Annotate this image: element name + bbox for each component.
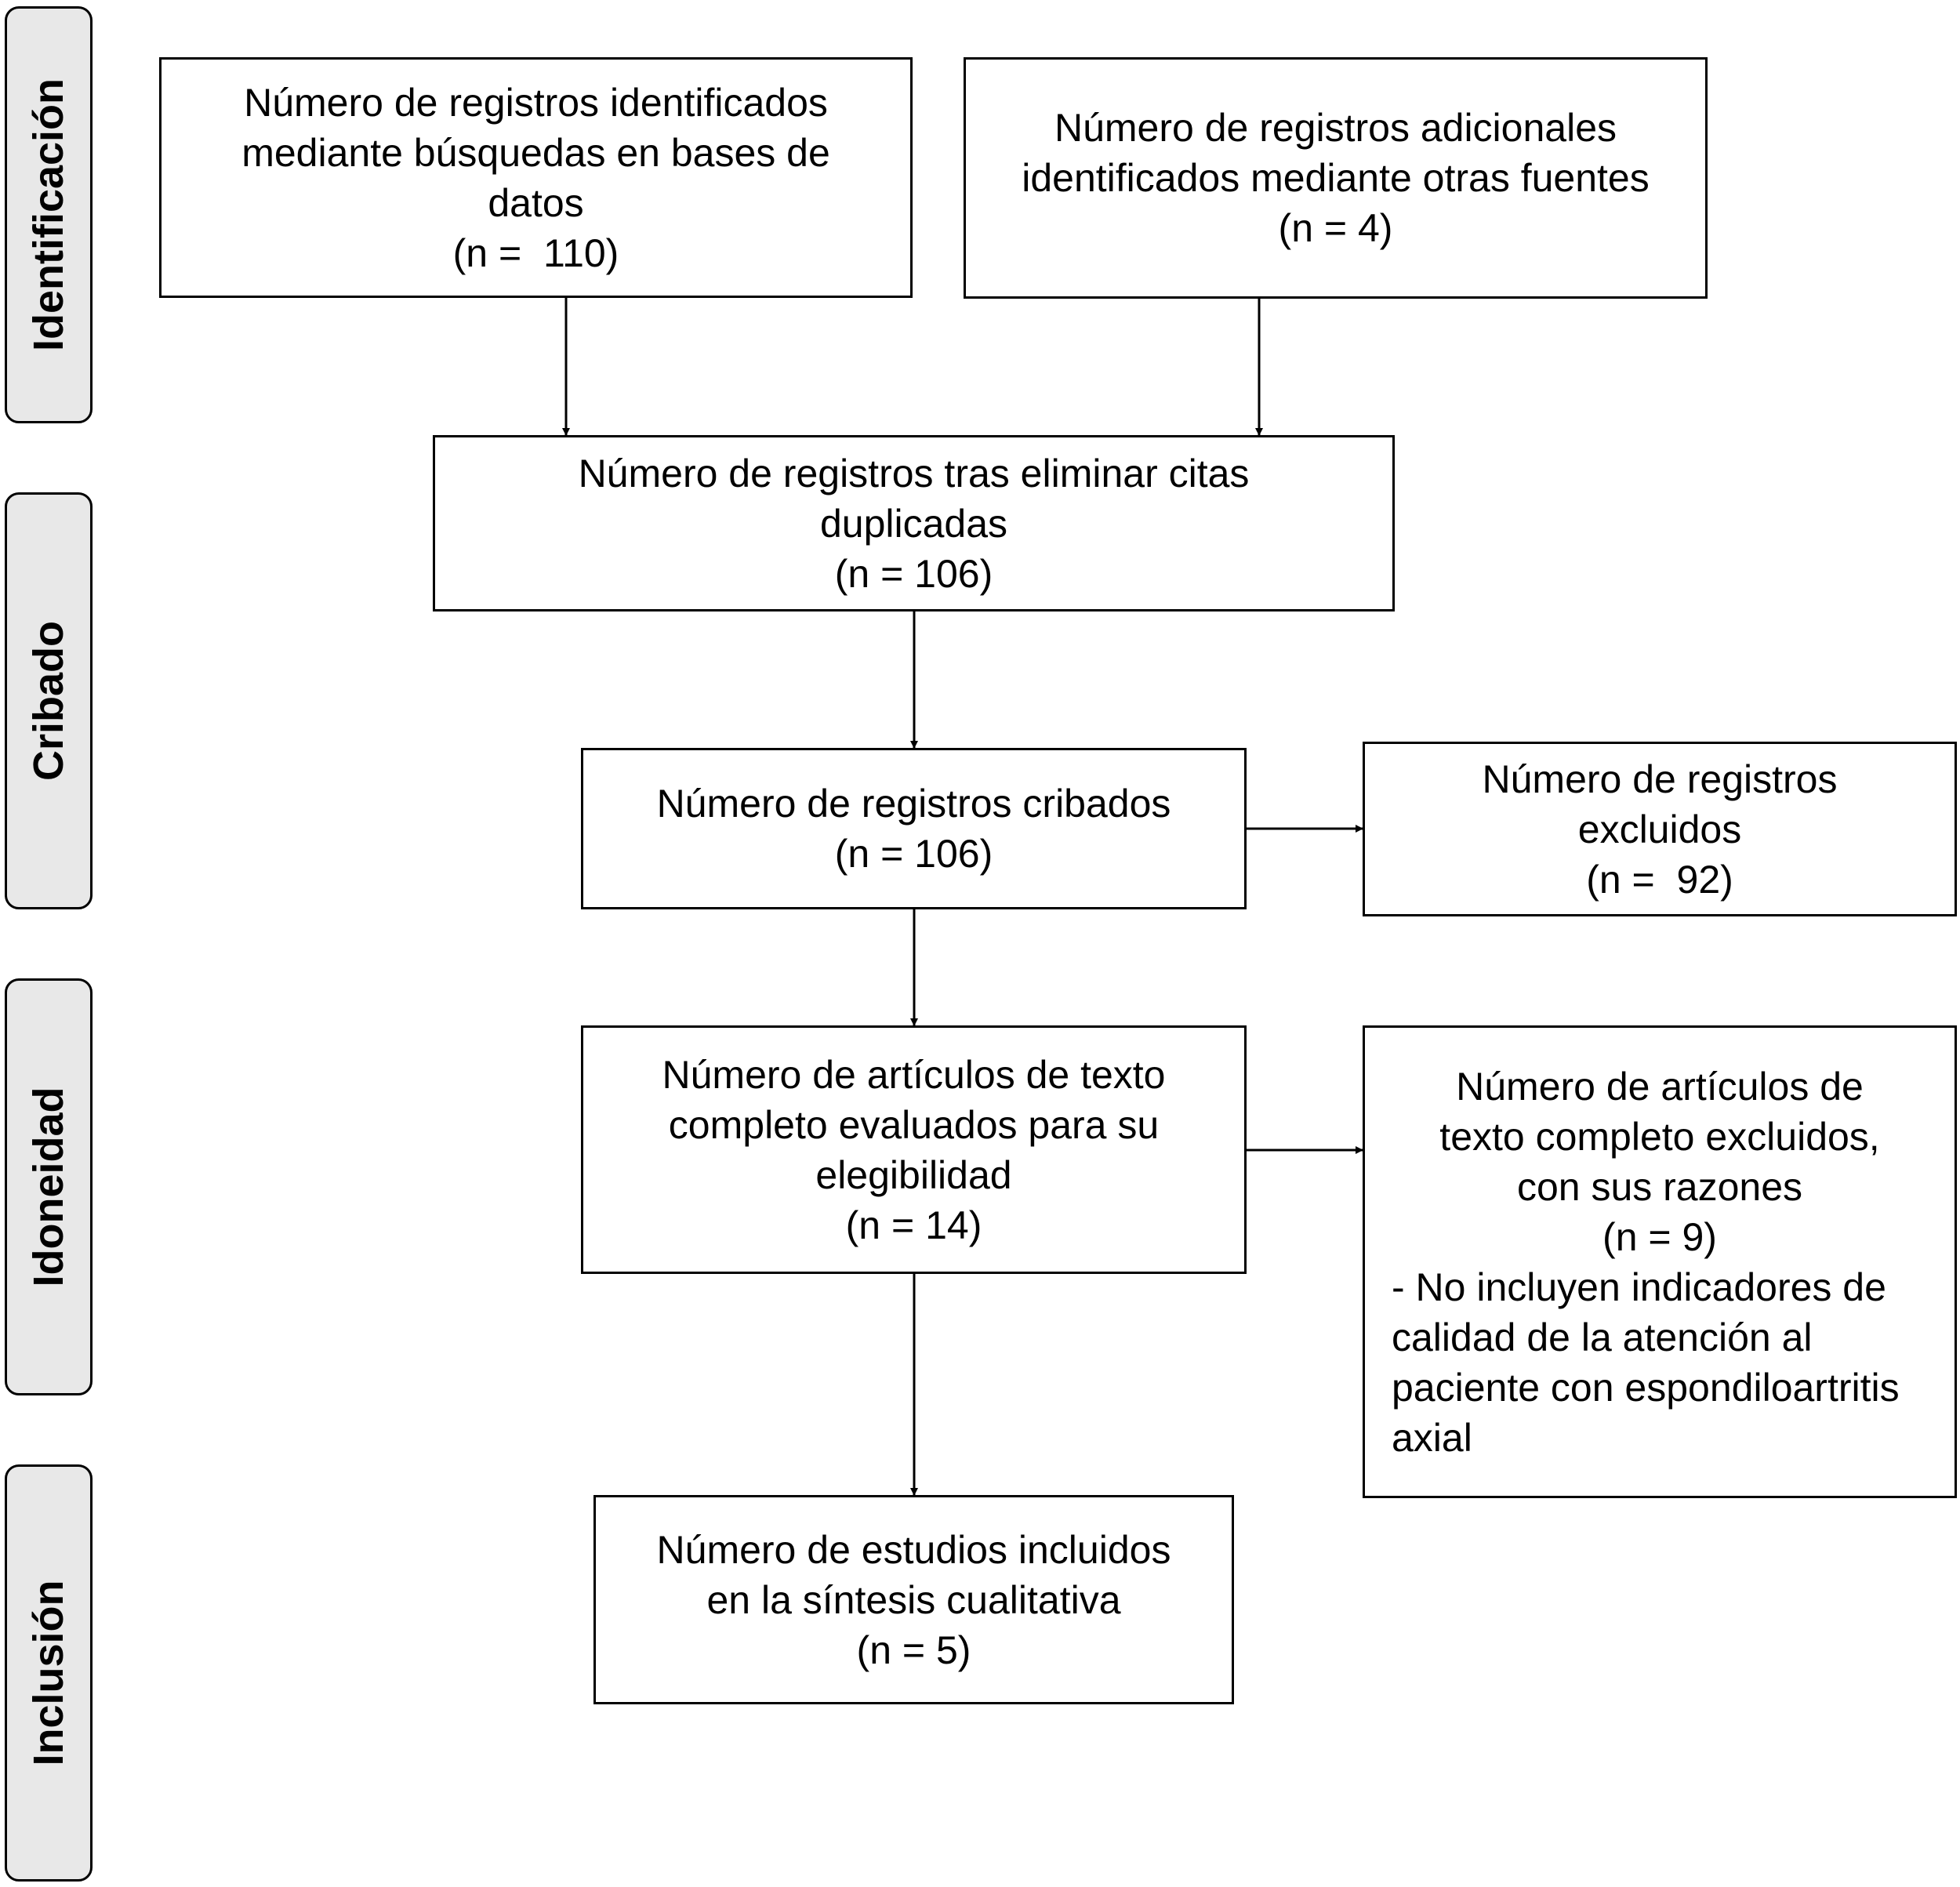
box-database-records: Número de registros identificados median… (159, 57, 913, 298)
count-fulltext-excluded: (n = 9) (1602, 1214, 1717, 1259)
count-after-duplicates: (n = 106) (834, 551, 993, 596)
count-database-records: (n = 110) (452, 230, 619, 275)
phase-label-identificacion: Identificación (25, 78, 72, 352)
phase-cribado: Cribado (5, 492, 93, 909)
count-other-sources: (n = 4) (1278, 206, 1393, 250)
phase-label-inclusion: Inclusión (25, 1580, 72, 1766)
box-included: Número de estudios incluidos en la sínte… (593, 1495, 1234, 1704)
count-screened: (n = 106) (834, 832, 993, 876)
phase-label-cribado: Cribado (25, 620, 72, 782)
box-excluded: Número de registros excluidos (n = 92) (1363, 742, 1957, 916)
box-screened: Número de registros cribados (n = 106) (581, 748, 1247, 909)
phase-label-idoneidad: Idoneidad (25, 1087, 72, 1287)
box-other-sources: Número de registros adicionales identifi… (964, 57, 1708, 299)
count-included: (n = 5) (856, 1628, 971, 1672)
count-excluded: (n = 92) (1586, 857, 1733, 902)
phase-inclusion: Inclusión (5, 1464, 93, 1882)
box-fulltext-excluded: Número de artículos de texto completo ex… (1363, 1025, 1957, 1498)
count-fulltext-assessed: (n = 14) (845, 1203, 982, 1247)
box-fulltext-assessed: Número de artículos de texto completo ev… (581, 1025, 1247, 1274)
exclusion-reason: - No incluyen indicadores de calidad de … (1392, 1265, 1900, 1460)
phase-idoneidad: Idoneidad (5, 978, 93, 1395)
box-after-duplicates: Número de registros tras eliminar citas … (433, 435, 1395, 611)
phase-identificacion: Identificación (5, 6, 93, 423)
